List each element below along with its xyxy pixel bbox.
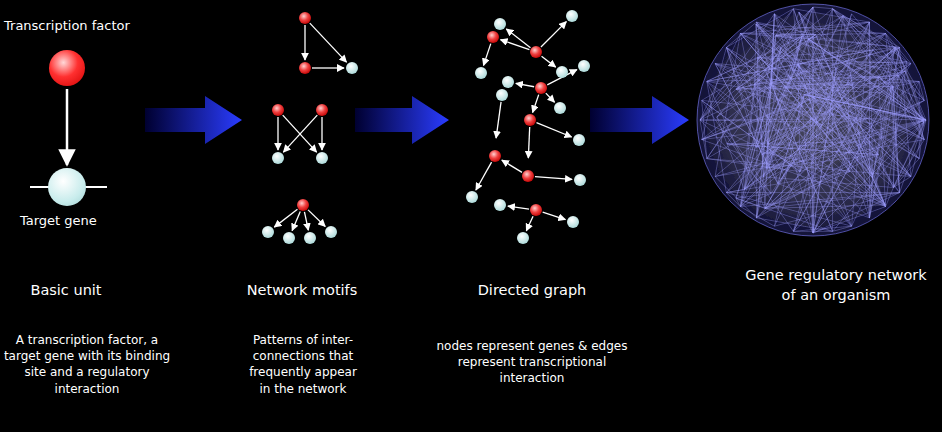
regulation-arrow bbox=[502, 160, 522, 172]
stage-description: A transcription factor, a target gene wi… bbox=[2, 332, 172, 397]
gene-dot bbox=[316, 152, 328, 164]
gene-dot bbox=[475, 67, 487, 79]
regulation-arrow bbox=[66, 89, 69, 165]
gene-dot bbox=[494, 199, 506, 211]
regulation-arrow bbox=[283, 115, 317, 152]
regulator-dot bbox=[299, 62, 311, 74]
regulation-arrow bbox=[546, 93, 555, 102]
regulation-arrow bbox=[310, 23, 347, 62]
gene-dot bbox=[578, 60, 590, 72]
regulation-arrow bbox=[508, 206, 529, 209]
regulation-arrow bbox=[501, 40, 530, 50]
regulator-dot bbox=[272, 104, 284, 116]
gene-dot bbox=[554, 102, 566, 114]
regulation-arrow bbox=[533, 95, 539, 113]
gene-dot bbox=[283, 232, 295, 244]
regulator-dot bbox=[299, 12, 311, 24]
gene-dot bbox=[346, 62, 358, 74]
node-label: Target gene bbox=[20, 213, 97, 228]
regulator-dot bbox=[530, 204, 542, 216]
regulation-arrow bbox=[274, 209, 297, 227]
gene-dot bbox=[573, 134, 585, 146]
network-edges bbox=[700, 7, 926, 233]
regulation-arrow bbox=[321, 117, 322, 150]
gene-dot bbox=[304, 232, 316, 244]
stage-description: Patterns of inter- connections that freq… bbox=[246, 332, 360, 397]
regulator-dot bbox=[530, 46, 542, 58]
transcription-factor: Transcription factor bbox=[49, 50, 85, 86]
gene-dot bbox=[494, 18, 506, 30]
regulation-arrow bbox=[542, 56, 556, 67]
regulation-arrow bbox=[277, 117, 278, 150]
regulator-dot bbox=[522, 170, 534, 182]
gene-dot bbox=[502, 76, 514, 88]
regulation-arrow bbox=[543, 212, 566, 219]
gene-dot bbox=[466, 191, 478, 203]
regulation-arrow bbox=[304, 25, 305, 60]
stage-description: nodes represent genes & edges represent … bbox=[432, 338, 632, 387]
regulation-arrow bbox=[526, 216, 533, 230]
gene-dot bbox=[566, 10, 578, 22]
regulation-arrow bbox=[536, 123, 571, 137]
gene-dot bbox=[262, 226, 274, 238]
gene-dot bbox=[574, 174, 586, 186]
stage-title: Gene regulatory network of an organism bbox=[740, 266, 932, 305]
regulator-dot bbox=[487, 31, 499, 43]
regulation-arrow bbox=[528, 127, 529, 158]
regulator-dot bbox=[535, 82, 547, 94]
regulation-arrow bbox=[516, 83, 534, 86]
regulation-arrow bbox=[292, 211, 300, 230]
network-sphere bbox=[697, 4, 929, 236]
gene-dot bbox=[517, 232, 529, 244]
regulation-arrow bbox=[484, 44, 491, 66]
regulation-arrow bbox=[283, 115, 317, 152]
regulation-arrow bbox=[476, 162, 492, 190]
stage-title: Network motifs bbox=[232, 281, 372, 301]
regulation-arrow bbox=[541, 22, 566, 47]
regulator-dot bbox=[489, 150, 501, 162]
regulation-arrow bbox=[506, 29, 530, 48]
regulator-dot bbox=[316, 104, 328, 116]
regulation-arrow bbox=[312, 67, 344, 68]
regulation-arrow bbox=[308, 210, 325, 227]
regulator-dot bbox=[524, 114, 536, 126]
gene-dot bbox=[272, 152, 284, 164]
regulation-arrow bbox=[304, 212, 308, 230]
stage-title: Basic unit bbox=[10, 281, 122, 301]
target-gene: Target gene bbox=[48, 168, 86, 206]
regulation-arrow bbox=[535, 177, 572, 180]
gene-dot bbox=[496, 89, 508, 101]
stage-title: Directed graph bbox=[462, 281, 602, 301]
gene-dot bbox=[325, 226, 337, 238]
gene-dot bbox=[556, 66, 568, 78]
gene-dot bbox=[567, 216, 579, 228]
regulation-arrow bbox=[496, 102, 501, 138]
node-label: Transcription factor bbox=[4, 18, 130, 33]
regulator-dot bbox=[297, 199, 309, 211]
